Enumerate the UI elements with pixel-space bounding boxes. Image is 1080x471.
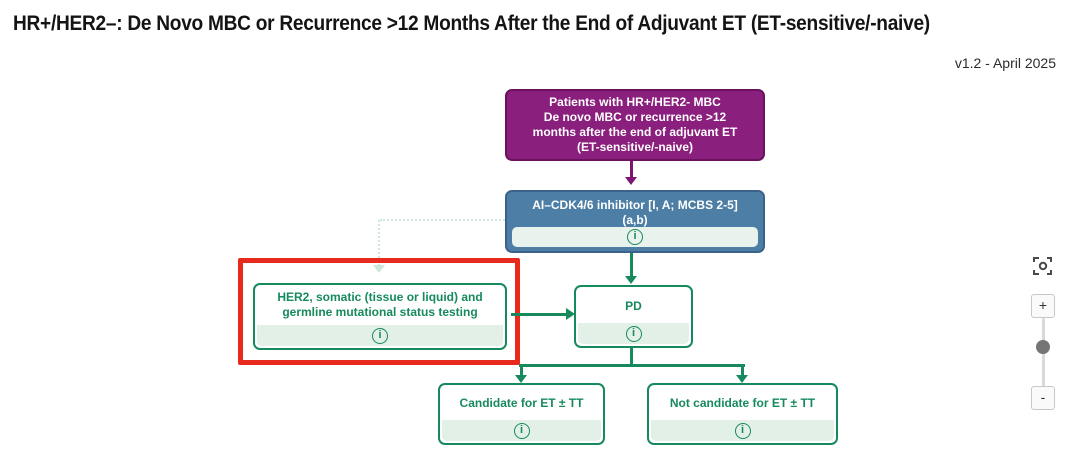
arrowhead-to-not-candidate [736, 375, 748, 383]
testing-info-button[interactable]: i [257, 325, 503, 346]
arrowhead-treatment-to-pd [625, 276, 637, 284]
node-testing: HER2, somatic (tissue or liquid) and ger… [253, 283, 507, 350]
focus-reset-icon [1033, 257, 1052, 275]
node-treatment-line1: AI–CDK4/6 inhibitor [I, A; MCBS 2-5] [532, 198, 738, 212]
zoom-out-button[interactable]: - [1031, 386, 1055, 410]
info-icon: i [372, 327, 388, 344]
pd-info-button[interactable]: i [578, 323, 689, 344]
arrowhead-to-candidate [515, 375, 527, 383]
version-label: v1.2 - April 2025 [954, 55, 1056, 71]
node-candidate-label: Candidate for ET ± TT [459, 396, 584, 410]
arrowhead-patients-to-treatment [625, 177, 637, 185]
node-treatment: AI–CDK4/6 inhibitor [I, A; MCBS 2-5] (a,… [505, 190, 765, 253]
zoom-in-button[interactable]: + [1031, 294, 1055, 318]
connector-pd-down [630, 348, 633, 366]
info-icon: i [734, 422, 751, 439]
connector-split-horizontal [519, 364, 745, 367]
arrowhead-testing-to-pd [566, 308, 575, 320]
arrowhead-faded-to-testing [373, 265, 385, 273]
not-candidate-info-button[interactable]: i [651, 420, 834, 441]
connector-testing-to-pd [511, 313, 567, 316]
node-pd: PD i [574, 285, 693, 348]
node-not-candidate: Not candidate for ET ± TT i [647, 383, 838, 445]
zoom-slider-thumb[interactable] [1036, 340, 1050, 354]
connector-faded-horizontal [380, 219, 505, 221]
reset-view-button[interactable] [1032, 255, 1054, 277]
candidate-info-button[interactable]: i [442, 420, 601, 441]
node-patients-line4: (ET-sensitive/-naive) [576, 140, 694, 154]
highlight-box [238, 258, 520, 365]
node-patients-line1: Patients with HR+/HER2- MBC [549, 95, 721, 109]
node-not-candidate-label: Not candidate for ET ± TT [669, 396, 816, 410]
node-candidate: Candidate for ET ± TT i [438, 383, 605, 445]
info-icon: i [625, 325, 642, 342]
connector-split-right [741, 364, 744, 376]
node-pd-label: PD [625, 299, 642, 313]
node-treatment-line2: (a,b) [622, 213, 648, 227]
node-testing-line1: HER2, somatic (tissue or liquid) and [277, 290, 483, 304]
node-testing-line2: germline mutational status testing [282, 305, 478, 319]
connector-split-left [520, 364, 523, 376]
connector-treatment-to-pd [630, 253, 633, 276]
connector-patients-to-treatment [630, 161, 633, 178]
node-patients-line2: De novo MBC or recurrence >12 [543, 110, 727, 124]
connector-faded-vertical [378, 220, 380, 266]
info-icon: i [513, 422, 530, 439]
page-title: HR+/HER2–: De Novo MBC or Recurrence >12… [13, 12, 930, 35]
info-icon: i [627, 229, 643, 245]
node-patients: Patients with HR+/HER2- MBC De novo MBC … [505, 89, 765, 161]
treatment-info-button[interactable]: i [512, 227, 758, 247]
node-patients-line3: months after the end of adjuvant ET [532, 125, 738, 139]
